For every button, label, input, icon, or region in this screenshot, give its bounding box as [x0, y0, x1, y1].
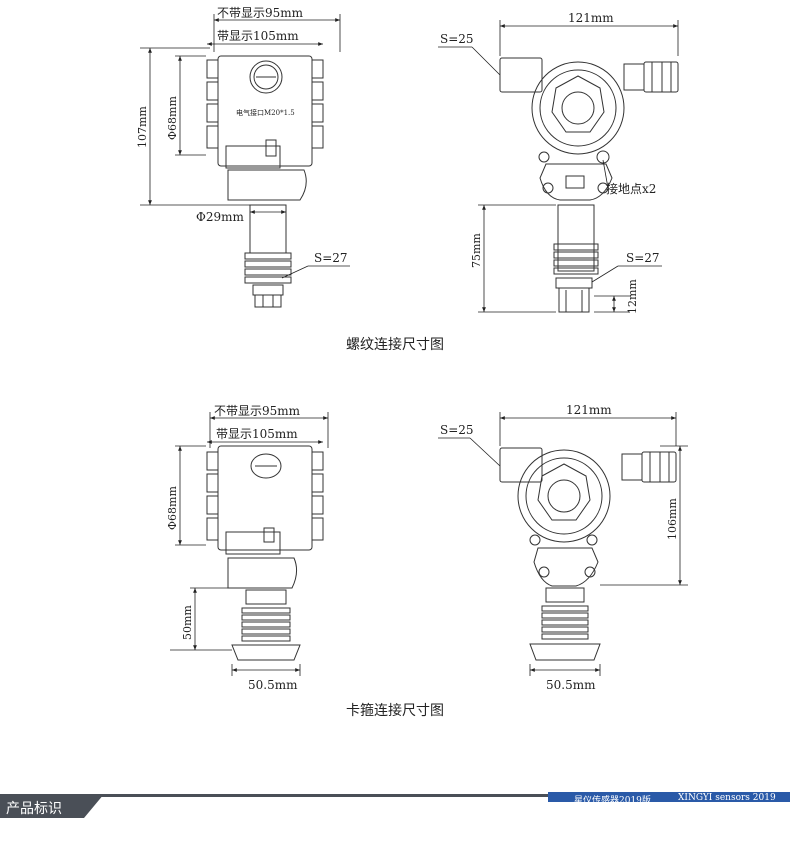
clamp-side-height: 106mm [666, 498, 679, 540]
thread-side-ground: 接地点x2 [606, 181, 656, 196]
thread-front-diameter-body: Φ68mm [166, 96, 179, 140]
clamp-front-width-no-display: 不带显示95mm [214, 404, 301, 418]
thread-front-width-display: 带显示105mm [217, 29, 299, 43]
clamp-side-wrench-head: S=25 [440, 423, 474, 437]
clamp-front-diameter-body: Φ68mm [166, 486, 179, 530]
thread-front-height-total: 107mm [136, 106, 149, 148]
thread-side-wrench-lower: S=27 [626, 251, 660, 265]
footer-brand-en: XINGYI sensors 2019 edition [678, 793, 776, 813]
thread-side-wrench-head: S=25 [440, 32, 474, 46]
footer-bar [0, 792, 790, 818]
footer-brand-cn: 星仪传感器2019版 [574, 796, 651, 806]
thread-front-wrench: S=27 [314, 251, 348, 265]
clamp-side-dimensions [438, 412, 688, 676]
thread-front-diameter-neck: Φ29mm [196, 210, 244, 224]
thread-side-thread-len: 12mm [626, 279, 639, 314]
clamp-front-view [206, 445, 324, 661]
clamp-side-clamp-diameter: 50.5mm [546, 678, 596, 692]
clamp-front-clamp-diameter: 50.5mm [248, 678, 298, 692]
clamp-side-width: 121mm [566, 403, 612, 417]
caption-clamp: 卡箍连接尺寸图 [346, 703, 444, 719]
caption-thread: 螺纹连接尺寸图 [346, 337, 444, 353]
clamp-front-dimensions [170, 412, 329, 676]
thread-side-dimensions [438, 20, 679, 313]
thread-front-interface: 电气接口M20*1.5 [236, 108, 295, 117]
clamp-front-height-lower: 50mm [181, 605, 194, 640]
thread-side-height-lower: 75mm [470, 233, 483, 268]
thread-side-width: 121mm [568, 11, 614, 25]
footer-label: 产品标识 [6, 801, 62, 817]
clamp-side-view [499, 447, 677, 661]
clamp-front-width-display: 带显示105mm [216, 427, 298, 441]
thread-front-dimensions [140, 14, 350, 279]
thread-front-view [206, 55, 324, 308]
thread-front-width-no-display: 不带显示95mm [217, 6, 304, 20]
